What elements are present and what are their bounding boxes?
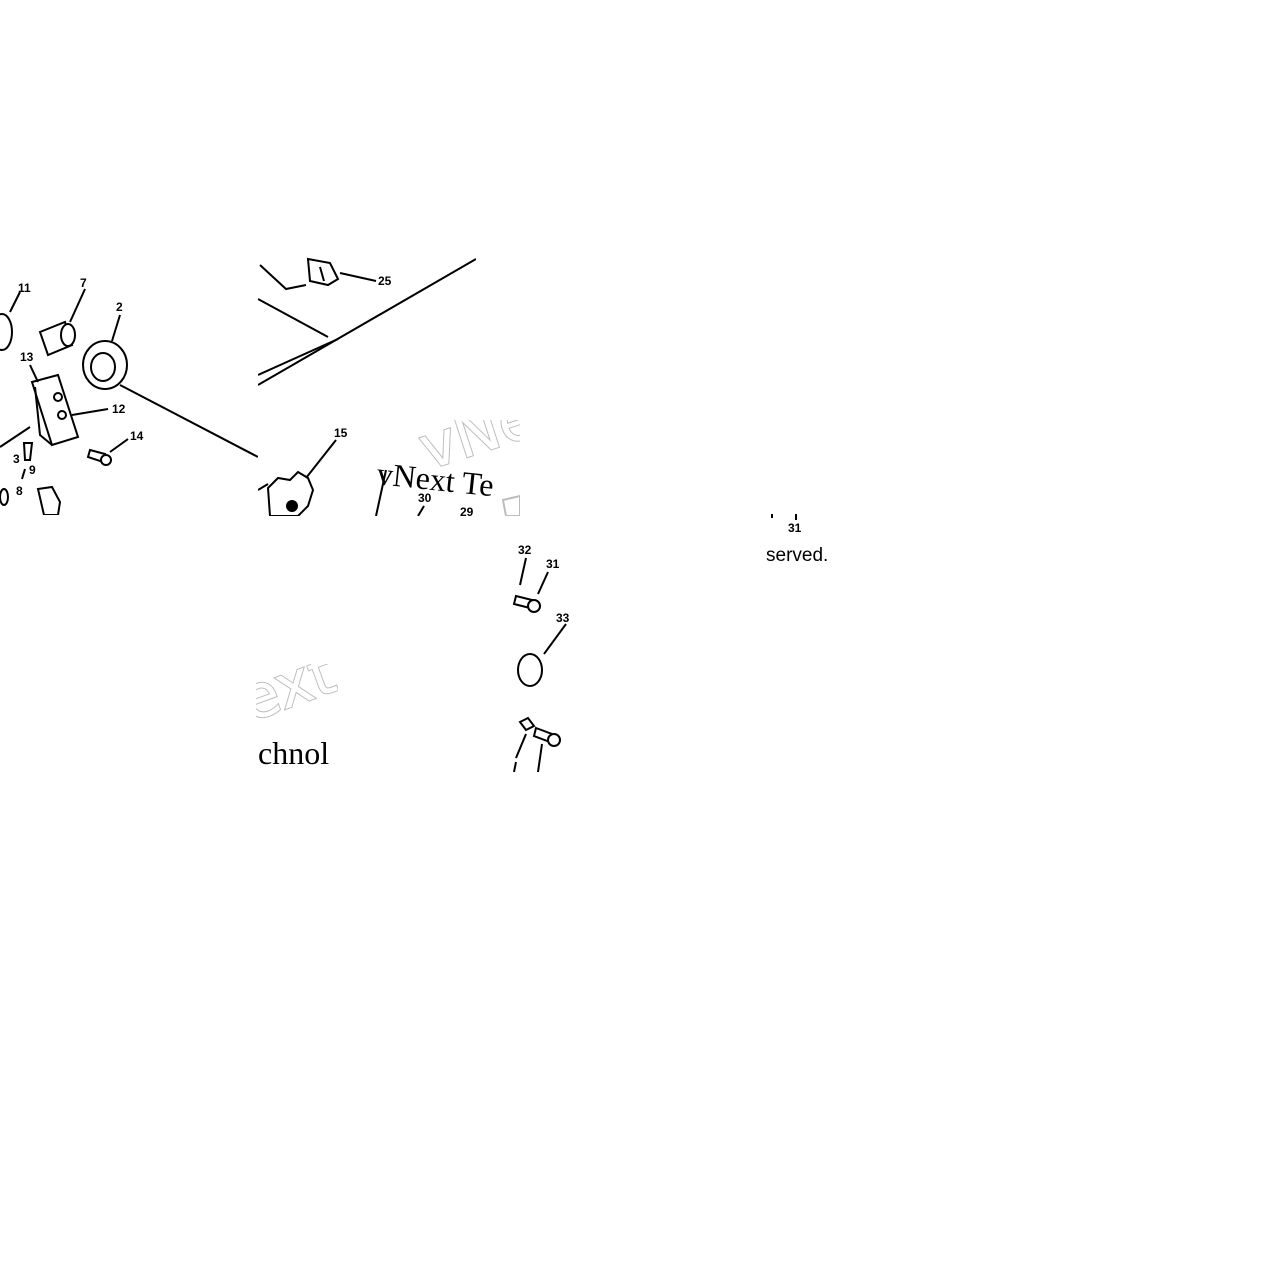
callout-8: 8 xyxy=(16,484,23,498)
parts-drawing-upper-left: 11 7 2 13 12 14 3 9 8 xyxy=(0,276,258,515)
callout-25: 25 xyxy=(378,274,392,288)
callout-33: 33 xyxy=(556,611,570,625)
diagram-tile-callout-31-far: 31 xyxy=(766,506,806,536)
watermark-lower: ext chnol xyxy=(256,664,338,771)
footer-rights-fragment: served. xyxy=(766,545,829,566)
callout-3: 3 xyxy=(13,452,20,466)
parts-drawing-sprocket: 15 vNe vNext Te 30 29 xyxy=(258,420,520,516)
parts-drawing-upper-middle: 25 xyxy=(258,257,476,386)
callout-31: 31 xyxy=(546,557,560,571)
diagram-tile-upper-left: 11 7 2 13 12 14 3 9 8 xyxy=(0,257,258,515)
diagram-tile-lower-watermark: ext chnol xyxy=(256,664,338,772)
diagram-tile-right-parts: 32 31 33 xyxy=(512,530,602,772)
washer xyxy=(518,716,536,732)
diagram-tile-upper-middle: 25 xyxy=(258,257,476,387)
callout-9: 9 xyxy=(29,463,36,477)
callout-14: 14 xyxy=(130,429,144,443)
callout-31-far: 31 xyxy=(788,521,802,535)
plate-part-12 xyxy=(30,373,80,447)
callout-29: 29 xyxy=(460,505,474,516)
leader-11 xyxy=(9,291,21,313)
watermark-serif-chnol: chnol xyxy=(258,735,329,771)
callout-11: 11 xyxy=(18,281,31,295)
frame-line-2 xyxy=(258,338,339,376)
frame-line-3 xyxy=(258,258,476,386)
mount-part-25 xyxy=(306,257,340,287)
sprocket-hub xyxy=(286,500,298,512)
ring-part-11 xyxy=(0,313,13,351)
watermark-outline-ext: ext xyxy=(256,664,338,736)
bolt-part-9 xyxy=(22,442,34,461)
diagram-tile-sprocket: 15 vNe vNext Te 30 29 xyxy=(258,420,520,516)
callout-13: 13 xyxy=(20,350,34,364)
shaft-axis-line xyxy=(119,384,258,458)
sprocket-part-15 xyxy=(266,470,315,516)
callout-7: 7 xyxy=(80,276,87,290)
frame-line-1 xyxy=(258,298,329,338)
callout-15: 15 xyxy=(334,426,348,440)
callout-30: 30 xyxy=(418,491,432,505)
callout-2: 2 xyxy=(116,300,123,314)
o-ring-part-33 xyxy=(517,653,543,687)
callout-32: 32 xyxy=(518,543,532,557)
frame-edge xyxy=(259,264,307,291)
callout-12: 12 xyxy=(112,402,126,416)
bracket-part-8 xyxy=(36,485,62,515)
parts-drawing-right: 32 31 33 xyxy=(512,543,570,772)
sleeve-end xyxy=(60,323,76,347)
